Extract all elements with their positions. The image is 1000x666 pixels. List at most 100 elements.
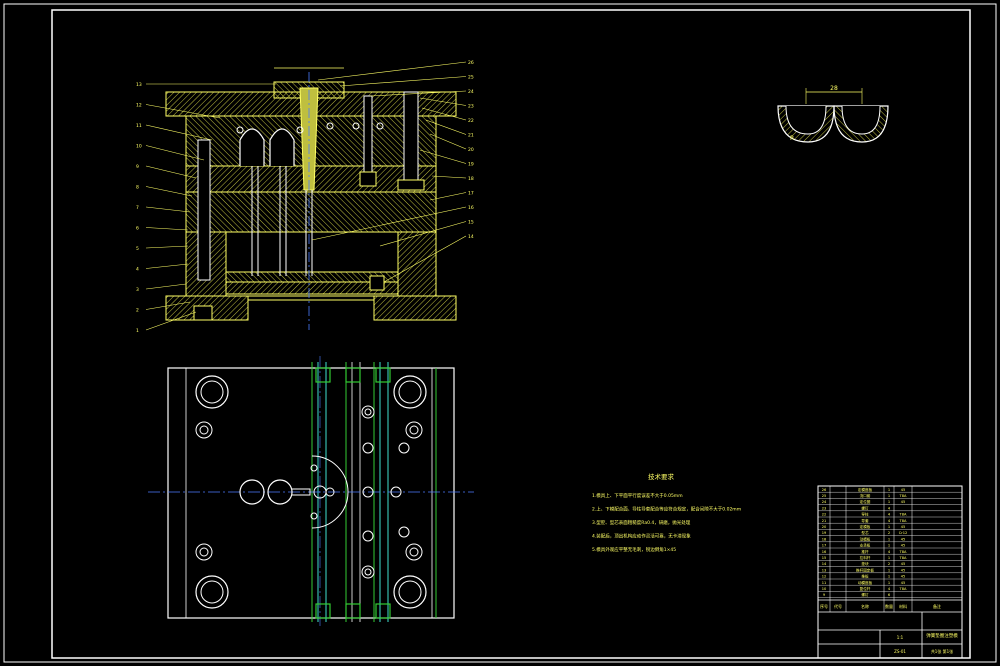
leader-line <box>145 263 189 269</box>
screw-hole <box>405 421 423 439</box>
moving-clamp-plate-right <box>373 295 457 321</box>
note-line: 4.装配后，顶出机构应动作灵活可靠，无卡滞现象 <box>592 533 691 540</box>
parts-list-cell: 45 <box>901 500 906 504</box>
parts-list-cell: 10 <box>822 587 827 591</box>
screw <box>363 95 373 177</box>
parts-list-cell: 4 <box>888 513 891 517</box>
parts-list-cell: 25 <box>822 494 827 498</box>
part-balloon-label: 22 <box>468 118 474 124</box>
part-balloon-label: 4 <box>136 267 139 273</box>
title-block-scale: 1:1 <box>897 635 904 640</box>
parts-list-cell: 1 <box>888 581 890 585</box>
bolt-head <box>375 367 391 383</box>
parts-list-cell: 推杆固定板 <box>856 567 874 572</box>
part-balloon-label: 3 <box>136 287 139 293</box>
bolt-head <box>315 603 331 619</box>
part-balloon-label: 6 <box>136 226 139 232</box>
part-balloon-label: 26 <box>468 60 474 66</box>
parts-list-cell: 定模座板 <box>858 487 873 492</box>
cooling-hole <box>326 122 334 130</box>
title-block-drawing-no: ZS-01 <box>894 649 906 654</box>
spacer-block-right <box>397 231 437 297</box>
parts-list-cell: 18 <box>822 537 827 541</box>
parts-list-cell: 1 <box>888 556 890 560</box>
parts-list-header: 名称 <box>861 603 869 609</box>
leader-line <box>339 76 467 87</box>
parts-list-cell: 45 <box>901 581 906 585</box>
ejector-plate <box>225 281 399 295</box>
top-view-outline <box>167 367 455 619</box>
parts-list-cell: 22 <box>822 513 827 517</box>
parts-list-header: 数量 <box>885 603 893 609</box>
top-view <box>148 356 474 626</box>
guide-bushing <box>195 575 229 609</box>
leader-line <box>145 186 193 197</box>
parts-list-cell: 24 <box>822 500 827 504</box>
parts-list-cell: 复位杆 <box>860 586 871 591</box>
leader-line <box>383 235 467 283</box>
leader-line <box>429 192 467 201</box>
leader-line <box>317 61 467 81</box>
parts-list-cell: 1 <box>888 537 890 541</box>
part-balloon-label: 7 <box>136 205 139 211</box>
parts-list-cell: 支承板 <box>860 543 871 548</box>
parts-list-row: 26 定模座板 1 45 <box>822 487 906 492</box>
part-balloon-label: 13 <box>136 82 142 88</box>
parts-list-cell: T8A <box>899 587 907 591</box>
parts-list-row: 23 螺钉 4 <box>822 505 891 510</box>
ejector-pin-hole <box>362 530 374 542</box>
parts-list-cell: 12 <box>822 575 827 579</box>
leader-line <box>369 90 467 97</box>
ejector-pin-hole <box>390 486 402 498</box>
screw-hole <box>195 543 213 561</box>
leader-line <box>431 175 467 179</box>
parts-list-cell: 4 <box>888 550 891 554</box>
cavity-top-right <box>267 479 293 505</box>
parts-list-cell: 2 <box>888 531 890 535</box>
part-sketch: 28 R <box>777 85 889 143</box>
parts-list-cell: 1 <box>888 488 890 492</box>
parts-list-cell: 2 <box>888 562 890 566</box>
drawing-frame <box>3 3 997 663</box>
parts-list-cell: T8A <box>899 556 907 560</box>
parts-list-cell: 4 <box>888 506 891 510</box>
part-dimension-text: 28 <box>830 85 838 92</box>
part-balloon-label: 20 <box>468 147 474 153</box>
parts-list-cell: 动模座板 <box>858 580 873 585</box>
part-balloon-label: 25 <box>468 75 474 81</box>
parts-list-cell: 推板 <box>861 574 869 579</box>
parts-list-cell: 19 <box>822 531 827 535</box>
guide-pillar-right <box>403 91 419 189</box>
parts-list-cell: T8A <box>899 550 907 554</box>
part-balloon-label: 16 <box>468 205 474 211</box>
leader-line <box>145 301 191 310</box>
parts-list-cell: 26 <box>822 488 827 492</box>
ejector-pin-hole <box>362 486 374 498</box>
parts-list-cell: 23 <box>822 506 827 510</box>
parts-list-cell: 型芯 <box>861 530 869 535</box>
parts-list-cell: 螺钉 <box>861 505 869 510</box>
bolt-head <box>315 367 331 383</box>
parts-list-cell: 45 <box>901 575 906 579</box>
parts-list-header: 序号 <box>820 603 828 609</box>
leader-line <box>145 165 197 179</box>
parts-list-cell: 1 <box>888 575 890 579</box>
leader-line <box>419 97 467 106</box>
parts-list-cell: 9 <box>823 593 826 597</box>
parts-list-header: 代号 <box>834 603 842 609</box>
parts-list-cell: 45 <box>901 488 906 492</box>
parts-list-row: 12 推板 1 45 <box>822 574 906 579</box>
parts-list-cell: 13 <box>822 568 827 572</box>
parts-list-cell: 45 <box>901 562 906 566</box>
